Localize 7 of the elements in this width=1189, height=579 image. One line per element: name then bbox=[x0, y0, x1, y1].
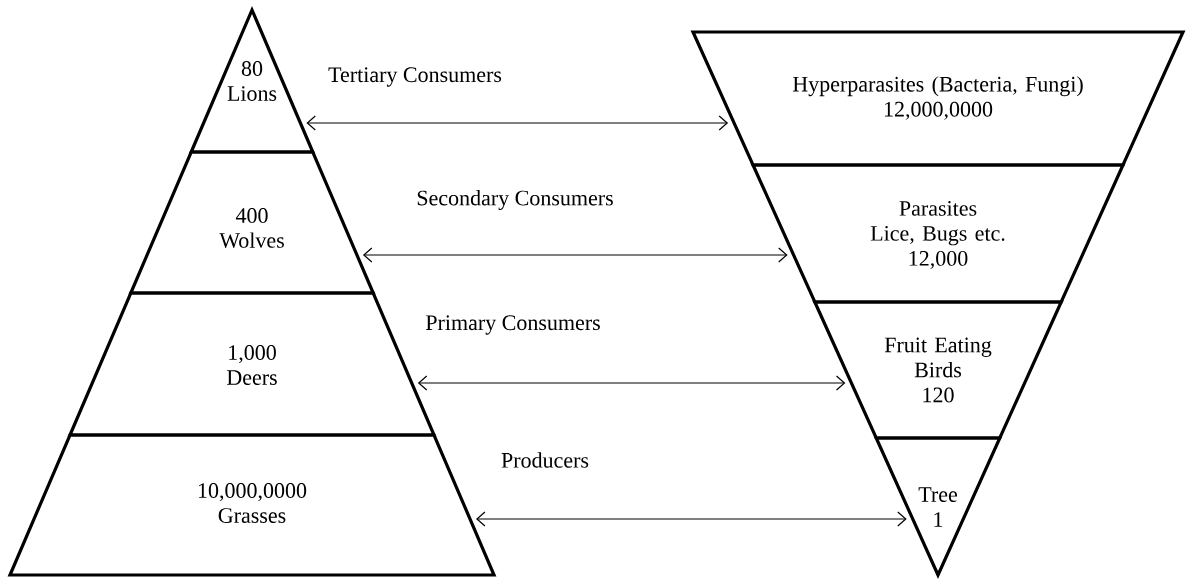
edge-label: Secondary Consumers bbox=[415, 189, 615, 211]
double-arrow bbox=[417, 375, 846, 391]
edge-label: Tertiary Consumers bbox=[327, 66, 503, 88]
double-arrow bbox=[476, 511, 907, 527]
edge-label: Producers bbox=[500, 451, 590, 469]
double-arrow bbox=[362, 247, 788, 263]
double-arrow bbox=[306, 115, 729, 131]
